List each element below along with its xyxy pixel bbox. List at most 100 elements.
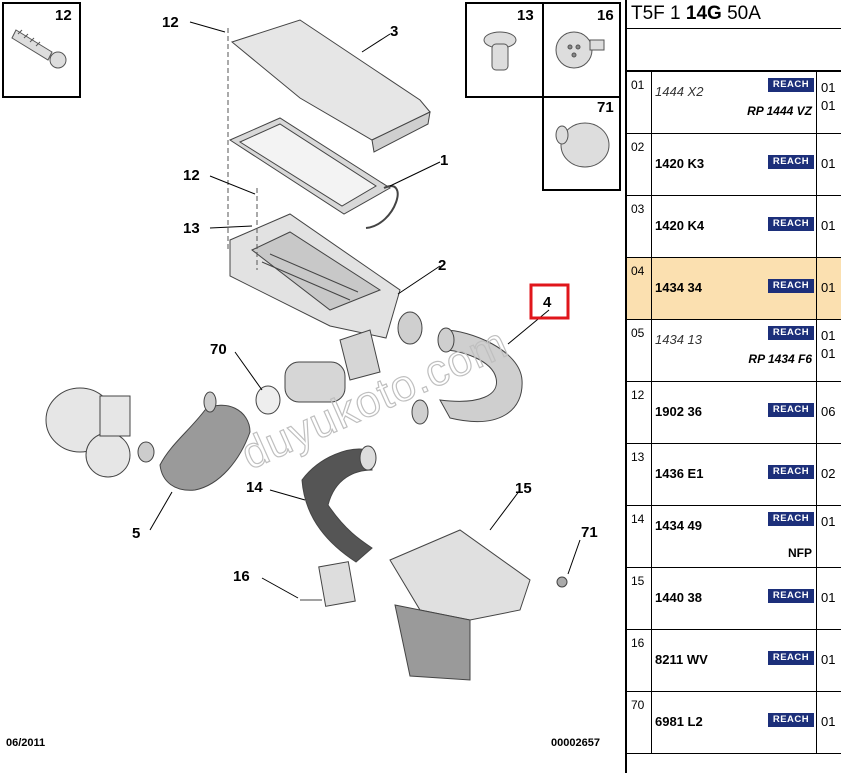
screw-icon — [11, 29, 67, 69]
col-divider — [816, 72, 817, 133]
selected-callout-box[interactable] — [529, 283, 570, 320]
part-reference[interactable]: 1420 K4 — [655, 218, 705, 233]
header-divider — [627, 28, 841, 29]
col-divider — [651, 444, 652, 505]
reach-badge: REACH — [768, 279, 814, 293]
callout-12-mid[interactable]: 12 — [183, 167, 200, 184]
row-quantity: 01 — [821, 280, 836, 295]
callout-12-top[interactable]: 12 — [162, 14, 179, 31]
part-reference[interactable]: 1444 X2 — [655, 84, 704, 99]
callout-16[interactable]: 16 — [233, 568, 250, 585]
push-clip-icon — [555, 31, 605, 69]
row-quantity: 01 — [821, 328, 836, 343]
row-quantity: 01 — [821, 80, 836, 95]
footer-code: 00002657 — [551, 737, 600, 749]
resonator-box — [389, 529, 531, 681]
col-divider — [816, 134, 817, 195]
exploded-diagram: 12 13 16 71 — [2, 2, 621, 749]
part-reference[interactable]: 1434 34 — [655, 280, 702, 295]
pipe-bracket — [300, 561, 356, 607]
row-index: 14 — [631, 512, 645, 526]
reach-badge: REACH — [768, 512, 814, 526]
col-divider — [651, 382, 652, 443]
row-note: RP 1444 VZ — [747, 104, 812, 118]
title-bold: 14G — [685, 3, 722, 24]
col-divider — [651, 630, 652, 691]
table-row[interactable]: 70 6981 L2 REACH 01 — [627, 692, 841, 754]
table-rows: 01 1444 X2 REACH 01 01 RP 1444 VZ 02 1420 K3 REA… — [627, 72, 841, 754]
reach-badge: REACH — [768, 713, 814, 727]
reach-badge: REACH — [768, 155, 814, 169]
table-row[interactable]: 05 1434 13 REACH 01 01 RP 1434 F6 — [627, 320, 841, 382]
col-divider — [816, 630, 817, 691]
col-divider — [651, 320, 652, 381]
col-divider — [651, 72, 652, 133]
reach-badge: REACH — [768, 326, 814, 340]
row-quantity-2: 01 — [821, 346, 836, 361]
callout-70[interactable]: 70 — [210, 341, 227, 358]
reach-badge: REACH — [768, 403, 814, 417]
inset-box-13-16-71: 13 16 71 — [465, 2, 621, 191]
col-divider — [816, 568, 817, 629]
clip-71 — [556, 576, 568, 588]
callout-13[interactable]: 13 — [183, 220, 200, 237]
row-index: 16 — [631, 636, 645, 650]
row-quantity: 06 — [821, 404, 836, 419]
leader-lines — [149, 21, 581, 599]
table-title: T5F 1 14G 50A — [631, 3, 761, 25]
row-index: 12 — [631, 388, 645, 402]
part-reference[interactable]: 1902 36 — [655, 404, 702, 419]
callout-3[interactable]: 3 — [390, 23, 398, 40]
row-quantity: 01 — [821, 514, 836, 529]
inset-box-12: 12 — [2, 2, 81, 98]
part-reference[interactable]: 1420 K3 — [655, 156, 705, 171]
col-divider — [816, 258, 817, 319]
row-index: 05 — [631, 326, 645, 340]
row-quantity-2: 01 — [821, 98, 836, 113]
reach-badge: REACH — [768, 589, 814, 603]
row-index: 13 — [631, 450, 645, 464]
row-index: 03 — [631, 202, 645, 216]
row-note: RP 1434 F6 — [748, 352, 812, 366]
part-reference[interactable]: 1436 E1 — [655, 466, 704, 481]
row-index: 70 — [631, 698, 645, 712]
part-reference[interactable]: 1434 13 — [655, 332, 702, 347]
col-divider — [651, 258, 652, 319]
row-index: 02 — [631, 140, 645, 154]
col-divider — [651, 506, 652, 567]
inset-label-16: 16 — [597, 7, 614, 24]
reach-badge: REACH — [768, 465, 814, 479]
callout-1[interactable]: 1 — [440, 152, 448, 169]
air-flow-meter — [255, 329, 381, 415]
callout-5[interactable]: 5 — [132, 525, 140, 542]
callout-15[interactable]: 15 — [515, 480, 532, 497]
col-divider — [651, 692, 652, 753]
part-reference[interactable]: 1440 38 — [655, 590, 702, 605]
table-row[interactable]: 12 1902 36 REACH 06 — [627, 382, 841, 444]
row-quantity: 01 — [821, 590, 836, 605]
col-divider — [651, 568, 652, 629]
part-reference[interactable]: 8211 WV — [655, 652, 708, 667]
row-quantity: 01 — [821, 714, 836, 729]
table-row[interactable]: 04 1434 34 REACH 01 — [627, 258, 841, 320]
air-filter-cover — [230, 19, 431, 153]
reach-badge: REACH — [768, 651, 814, 665]
parts-table: T5F 1 14G 50A 01 1444 X2 REACH 01 01 RP 1444 … — [625, 0, 841, 773]
title-suffix: 50A — [721, 3, 761, 24]
col-divider — [816, 382, 817, 443]
part-reference[interactable]: 1434 49 — [655, 518, 702, 533]
callout-2[interactable]: 2 — [438, 257, 446, 274]
part-reference[interactable]: 6981 L2 — [655, 714, 703, 729]
callout-14[interactable]: 14 — [246, 479, 263, 496]
row-index: 04 — [631, 264, 645, 278]
callout-4[interactable]: 4 — [543, 294, 552, 311]
callout-71[interactable]: 71 — [581, 524, 598, 541]
col-divider — [651, 134, 652, 195]
